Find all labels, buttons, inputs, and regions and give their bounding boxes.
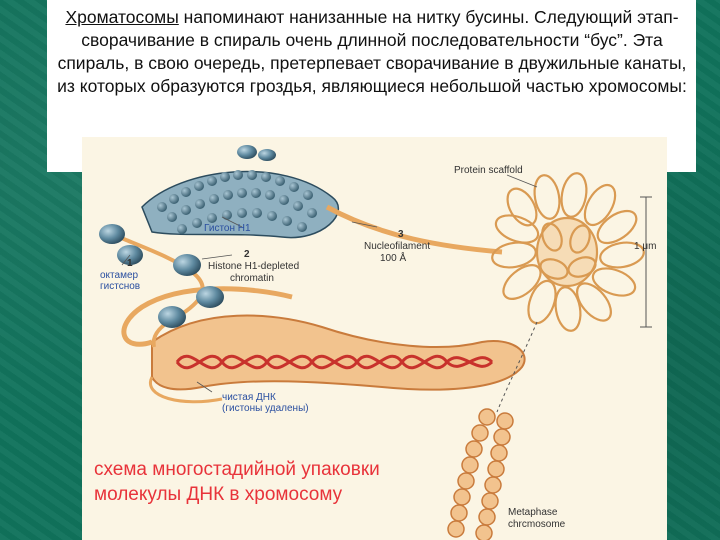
label-clean-dna-2: (гистоны удалены) bbox=[222, 403, 309, 414]
label-h1-depleted-2: chromatin bbox=[230, 273, 274, 284]
protein-scaffold-loops bbox=[490, 171, 645, 332]
label-metaphase-1: Metaphase bbox=[508, 507, 557, 518]
nucleosome-bead bbox=[99, 224, 125, 244]
label-protein-scaffold: Protein scaffold bbox=[454, 165, 523, 176]
label-metaphase-2: chrcmosome bbox=[508, 519, 565, 530]
figure-caption: схема многостадийной упаковки молекулы Д… bbox=[94, 457, 474, 507]
intro-lead-word: Хроматосомы bbox=[65, 7, 178, 27]
label-h1-depleted-1: Histone H1-depleted bbox=[208, 261, 299, 272]
label-scale: 1 μm bbox=[634, 241, 656, 252]
caption-line-1: схема многостадийной упаковки bbox=[94, 457, 474, 482]
label-step-2: 2 bbox=[244, 249, 250, 260]
label-octamer-1: октамер bbox=[100, 270, 138, 281]
nucleosome-bead bbox=[173, 254, 201, 276]
label-step-1: 1 bbox=[127, 258, 133, 269]
intro-paragraph: Хроматосомы напоминают нанизанные на нит… bbox=[52, 6, 692, 98]
label-histone-h1: Гистон Н1 bbox=[204, 223, 251, 234]
label-nucleofilament-1: Nucleofilament bbox=[364, 241, 430, 252]
chromatin-tube bbox=[152, 316, 525, 390]
label-octamer-2: гистснов bbox=[100, 281, 140, 292]
label-nucleofilament-2: 100 Å bbox=[380, 253, 406, 264]
label-clean-dna-1: чистая ДНК bbox=[222, 392, 276, 403]
caption-line-2: молекулы ДНК в хромосому bbox=[94, 482, 474, 507]
label-step-3: 3 bbox=[398, 229, 404, 240]
scale-bar bbox=[640, 197, 652, 327]
nucleosome-bead bbox=[158, 306, 186, 328]
nucleosome-bead bbox=[196, 286, 224, 308]
